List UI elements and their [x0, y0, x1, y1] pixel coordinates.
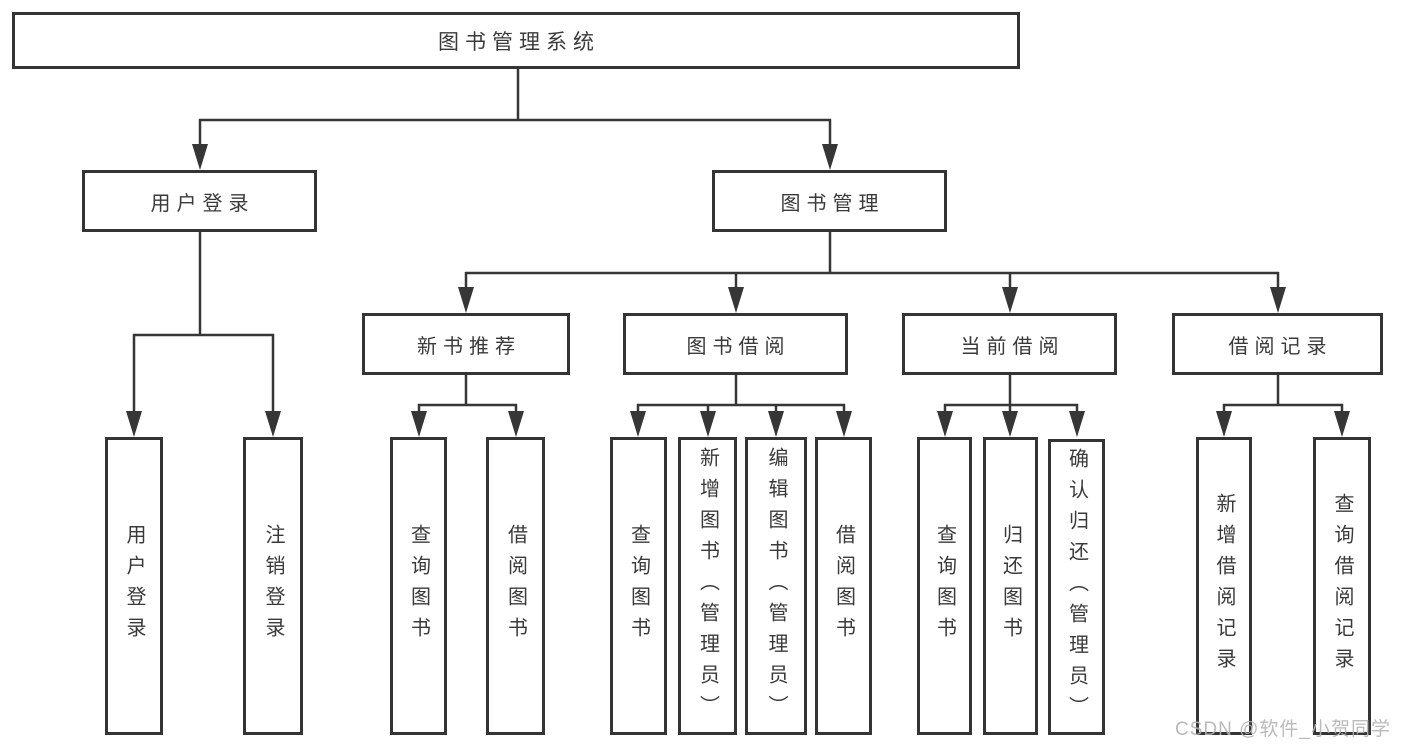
node-user-login-label: 用户登录 — [150, 192, 255, 215]
leaf-add-books-admin: 新增图书（管理员） — [678, 437, 737, 735]
leaf-user-login-label: 用户登录 — [123, 524, 145, 648]
leaf-borrow-books-recommend: 借阅图书 — [486, 437, 545, 735]
csdn-watermark: CSDN @软件_小贺同学 — [1175, 719, 1391, 740]
node-borrowing-records: 借阅记录 — [1172, 313, 1383, 375]
node-new-book-recommendation-label: 新书推荐 — [417, 335, 521, 358]
leaf-query-books-recommend-label: 查询图书 — [407, 524, 430, 648]
leaf-query-books-current: 查询图书 — [917, 437, 972, 735]
leaf-add-borrow-record: 新增借阅记录 — [1196, 437, 1252, 735]
leaf-edit-books-admin-label: 编辑图书（管理员） — [765, 446, 787, 726]
leaf-borrow-books-borrowing-label: 借阅图书 — [832, 524, 855, 648]
node-book-management: 图书管理 — [712, 170, 947, 232]
leaf-confirm-return-admin-label: 确认归还（管理员） — [1065, 447, 1088, 727]
leaf-query-borrow-record: 查询借阅记录 — [1313, 437, 1371, 735]
node-book-borrowing-label: 图书借阅 — [686, 335, 791, 358]
node-root: 图书管理系统 — [12, 12, 1020, 69]
leaf-borrow-books-recommend-label: 借阅图书 — [504, 524, 527, 648]
node-new-book-recommendation: 新书推荐 — [362, 313, 570, 375]
leaf-add-borrow-record-label: 新增借阅记录 — [1213, 493, 1235, 679]
node-current-borrowing: 当前借阅 — [902, 313, 1117, 375]
leaf-return-books-label: 归还图书 — [999, 524, 1022, 648]
leaf-confirm-return-admin: 确认归还（管理员） — [1048, 439, 1105, 735]
node-book-borrowing: 图书借阅 — [623, 313, 848, 375]
leaf-borrow-books-borrowing: 借阅图书 — [815, 437, 872, 735]
leaf-edit-books-admin: 编辑图书（管理员） — [745, 437, 807, 735]
leaf-query-books-recommend: 查询图书 — [390, 437, 447, 735]
leaf-logout-login: 注销登录 — [243, 437, 303, 735]
leaf-return-books: 归还图书 — [983, 437, 1038, 735]
leaf-query-books-current-label: 查询图书 — [933, 524, 956, 648]
leaf-query-borrow-record-label: 查询借阅记录 — [1331, 493, 1353, 679]
node-root-label: 图书管理系统 — [438, 30, 600, 54]
node-borrowing-records-label: 借阅记录 — [1228, 335, 1333, 358]
leaf-query-books-borrowing: 查询图书 — [610, 437, 667, 735]
node-user-login: 用户登录 — [82, 170, 317, 232]
node-current-borrowing-label: 当前借阅 — [960, 335, 1065, 358]
leaf-add-books-admin-label: 新增图书（管理员） — [696, 446, 719, 726]
leaf-user-login: 用户登录 — [105, 437, 163, 735]
leaf-query-books-borrowing-label: 查询图书 — [627, 524, 650, 648]
leaf-logout-login-label: 注销登录 — [262, 524, 284, 648]
node-book-management-label: 图书管理 — [780, 192, 885, 215]
